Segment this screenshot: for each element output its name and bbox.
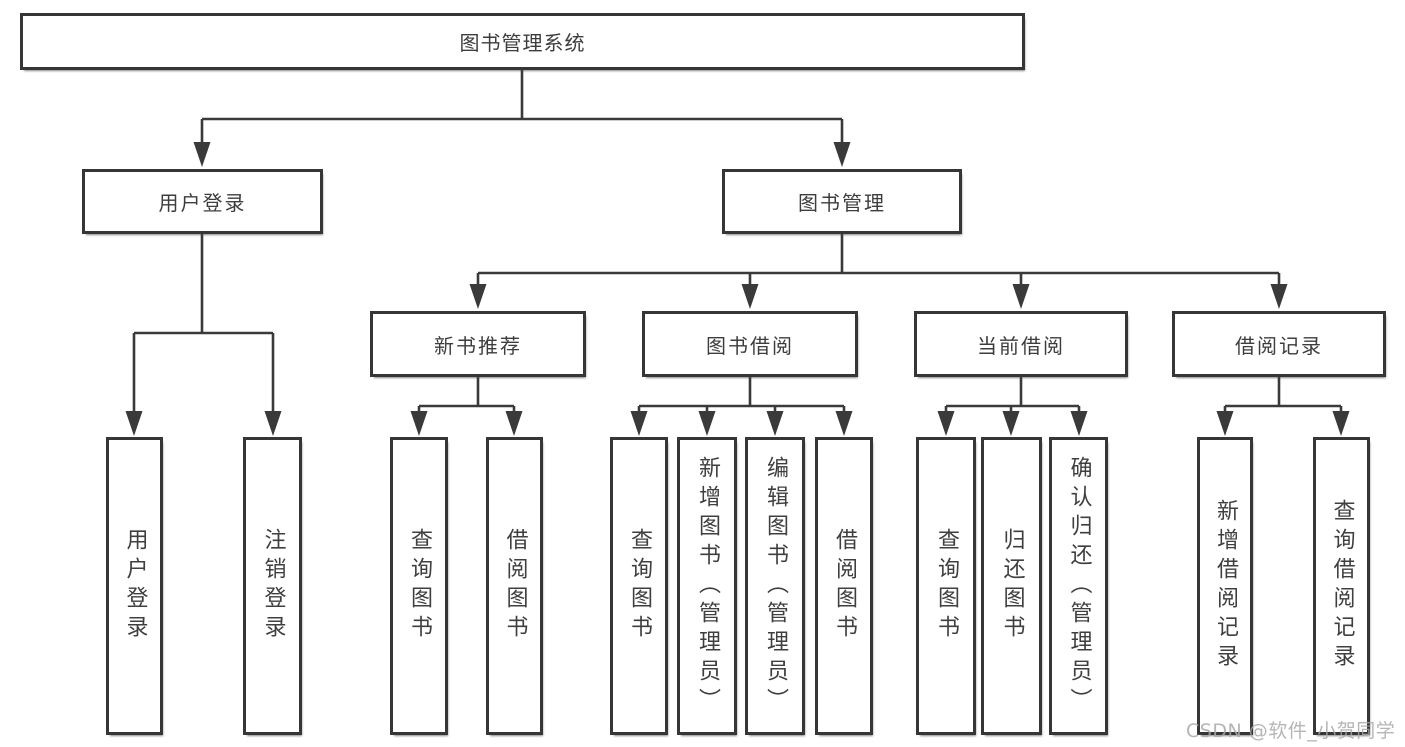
arrow-down-icon xyxy=(410,411,428,436)
leaf-add-books-admin-label: 新增图书（管理员） xyxy=(695,455,720,717)
leaf-borrow-books-1-label: 借阅图书 xyxy=(502,528,528,644)
arrow-down-icon xyxy=(125,411,143,436)
connector-borrow-records-split xyxy=(1223,377,1343,414)
leaf-query-books-2-label: 查询图书 xyxy=(627,528,652,644)
leaf-borrow-books-2: 借阅图书 xyxy=(815,437,873,735)
connector-new-book-split xyxy=(417,377,516,414)
leaf-confirm-return-admin: 确认归还（管理员） xyxy=(1049,437,1108,735)
arrow-down-icon xyxy=(1332,411,1350,436)
connector-book-mgmt-split xyxy=(476,234,1281,287)
arrow-down-icon xyxy=(469,284,487,309)
leaf-return-books: 归还图书 xyxy=(981,437,1042,735)
node-new-book-recommend: 新书推荐 xyxy=(370,311,586,377)
leaf-logout: 注销登录 xyxy=(243,437,302,735)
leaf-edit-books-admin: 编辑图书（管理员） xyxy=(745,437,805,735)
node-borrow-records: 借阅记录 xyxy=(1172,311,1386,377)
node-user-login: 用户登录 xyxy=(82,169,323,234)
node-book-borrow: 图书借阅 xyxy=(642,311,858,377)
leaf-query-books-1-label: 查询图书 xyxy=(407,528,432,644)
arrowheads xyxy=(125,142,1350,436)
arrow-down-icon xyxy=(1270,284,1288,309)
leaf-query-books-2: 查询图书 xyxy=(610,437,668,735)
leaf-user-login-label: 用户登录 xyxy=(122,528,148,644)
leaf-return-books-label: 归还图书 xyxy=(999,528,1025,644)
node-book-borrow-label: 图书借阅 xyxy=(706,333,794,358)
leaf-borrow-books-2-label: 借阅图书 xyxy=(832,528,857,644)
arrow-down-icon xyxy=(505,411,523,436)
node-borrow-records-label: 借阅记录 xyxy=(1235,333,1323,358)
connector-root-to-level2 xyxy=(200,70,844,145)
node-user-login-label: 用户登录 xyxy=(158,191,247,215)
arrow-down-icon xyxy=(1070,411,1088,436)
leaf-query-borrow-record: 查询借阅记录 xyxy=(1313,437,1370,735)
leaf-query-books-1: 查询图书 xyxy=(390,437,448,735)
leaf-user-login: 用户登录 xyxy=(106,437,163,735)
node-current-borrow: 当前借阅 xyxy=(914,311,1128,377)
node-book-mgmt-label: 图书管理 xyxy=(798,191,886,215)
connector-user-login-split xyxy=(132,234,275,414)
connector-book-borrow-split xyxy=(637,377,846,414)
arrow-down-icon xyxy=(1002,411,1020,436)
leaf-borrow-books-1: 借阅图书 xyxy=(486,437,543,735)
leaf-add-borrow-record-label: 新增借阅记录 xyxy=(1213,499,1238,673)
leaf-logout-label: 注销登录 xyxy=(260,528,286,644)
leaf-edit-books-admin-label: 编辑图书（管理员） xyxy=(763,455,788,717)
leaf-query-borrow-record-label: 查询借阅记录 xyxy=(1329,499,1355,673)
arrow-down-icon xyxy=(1216,411,1234,436)
csdn-watermark: CSDN @软件_小贺同学 xyxy=(1186,720,1396,742)
arrow-down-icon xyxy=(937,411,955,436)
arrow-down-icon xyxy=(835,411,853,436)
leaf-add-borrow-record: 新增借阅记录 xyxy=(1197,437,1253,735)
leaf-query-books-3-label: 查询图书 xyxy=(934,528,959,644)
node-root: 图书管理系统 xyxy=(20,13,1025,70)
node-current-borrow-label: 当前借阅 xyxy=(977,333,1065,358)
arrow-down-icon xyxy=(193,142,211,167)
leaf-add-books-admin: 新增图书（管理员） xyxy=(677,437,737,735)
arrow-down-icon xyxy=(741,284,759,309)
node-book-mgmt: 图书管理 xyxy=(722,169,962,234)
arrow-down-icon xyxy=(630,411,648,436)
arrow-down-icon xyxy=(766,411,784,436)
arrow-down-icon xyxy=(1012,284,1030,309)
leaf-confirm-return-admin-label: 确认归还（管理员） xyxy=(1066,455,1092,717)
arrow-down-icon xyxy=(833,142,851,167)
leaf-query-books-3: 查询图书 xyxy=(916,437,976,735)
node-new-book-recommend-label: 新书推荐 xyxy=(434,333,522,358)
arrow-down-icon xyxy=(698,411,716,436)
arrow-down-icon xyxy=(264,411,282,436)
node-root-label: 图书管理系统 xyxy=(459,31,586,55)
connector-current-borrow-split xyxy=(944,377,1081,414)
